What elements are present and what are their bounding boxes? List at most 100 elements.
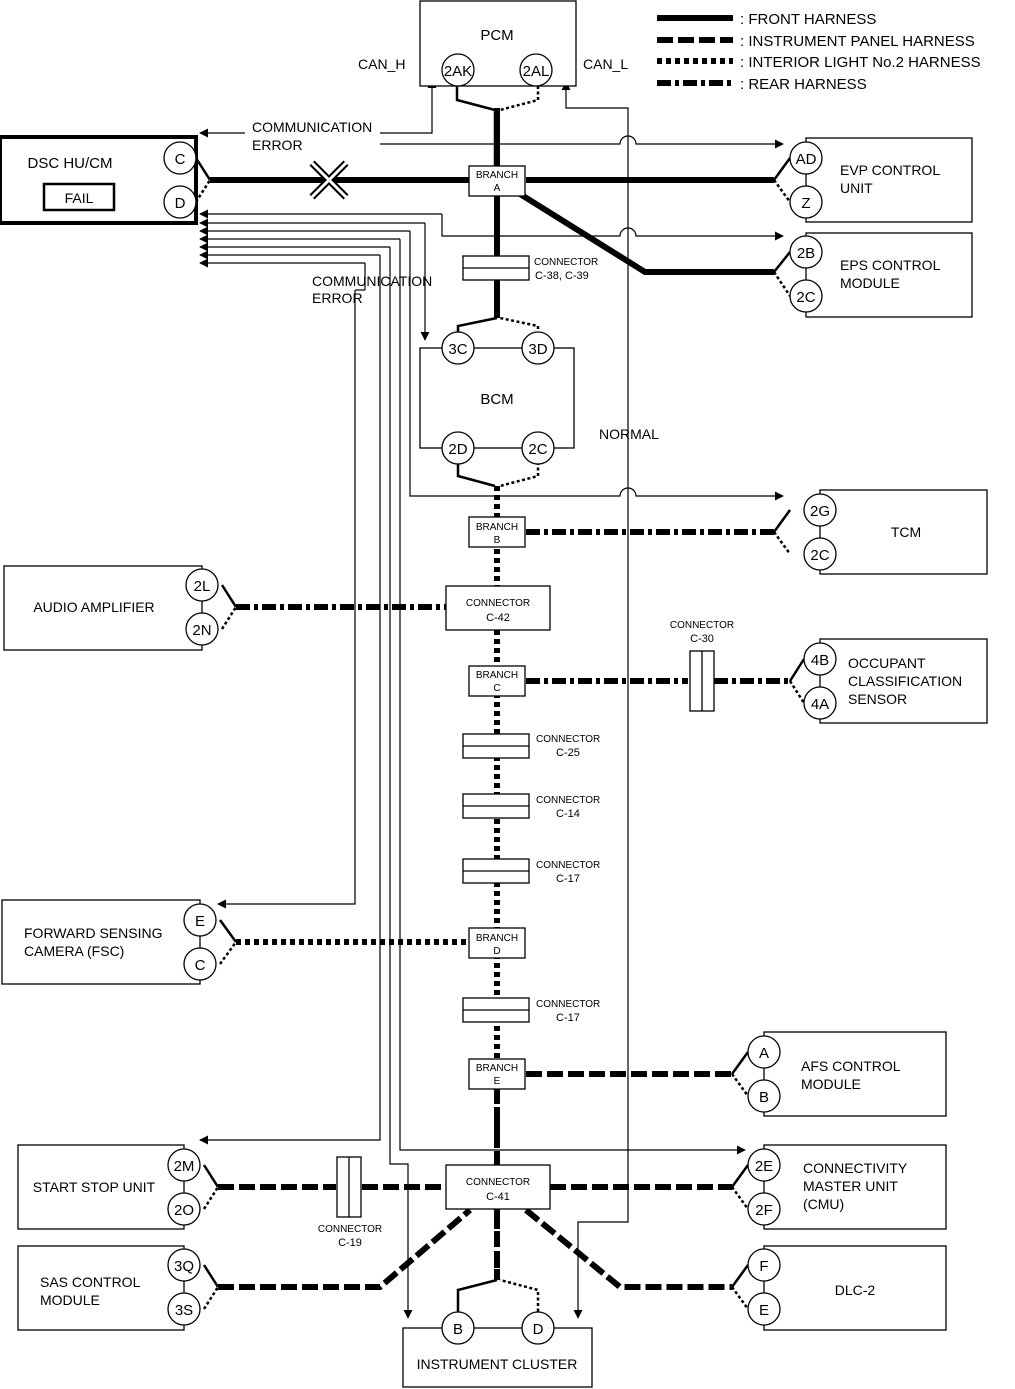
connector-c25-label: CONNECTOR bbox=[536, 734, 600, 745]
connector-c14-label: CONNECTOR bbox=[536, 795, 600, 806]
audio-label: AUDIO AMPLIFIER bbox=[33, 599, 154, 615]
branch-c: BRANCH C bbox=[468, 665, 526, 697]
branch-a-letter: A bbox=[494, 183, 501, 194]
cmu-label-line1: CONNECTIVITY bbox=[803, 1160, 908, 1176]
tcm-module: TCM 2G 2C bbox=[803, 489, 988, 575]
occupant-label-line2: CLASSIFICATION bbox=[848, 673, 962, 689]
connector-c25-id: C-25 bbox=[556, 747, 580, 759]
dlc-label: DLC-2 bbox=[835, 1282, 876, 1298]
eps-pin-2b: 2B bbox=[797, 245, 815, 262]
eps-pin-2c: 2C bbox=[796, 289, 815, 306]
afs-module: AFS CONTROL MODULE A B bbox=[747, 1031, 947, 1117]
sas-label-line1: SAS CONTROL bbox=[40, 1274, 141, 1290]
can-l-label: CAN_L bbox=[583, 56, 628, 72]
connector-c30-id: C-30 bbox=[690, 633, 714, 645]
connector-c38-id: C-38, C-39 bbox=[535, 270, 589, 282]
bcm-pin-2d: 2D bbox=[448, 441, 467, 458]
legend-front: : FRONT HARNESS bbox=[740, 11, 876, 28]
tcm-pin-2g: 2G bbox=[810, 503, 830, 520]
fsc-label-line1: FORWARD SENSING bbox=[24, 925, 162, 941]
branch-e-letter: E bbox=[494, 1076, 501, 1087]
dlc-pin-f: F bbox=[759, 1258, 768, 1275]
connector-c17-upper: CONNECTOR C-17 bbox=[462, 858, 600, 885]
dlc-module: DLC-2 F E bbox=[747, 1245, 947, 1331]
cluster-pin-d: D bbox=[533, 1321, 544, 1338]
audio-pin-2l: 2L bbox=[194, 578, 211, 595]
cluster-module: INSTRUMENT CLUSTER B D bbox=[402, 1311, 593, 1388]
occupant-module: OCCUPANT CLASSIFICATION SENSOR 4B 4A bbox=[803, 638, 988, 724]
afs-label-line2: MODULE bbox=[801, 1076, 861, 1092]
start-stop-pin-2m: 2M bbox=[174, 1158, 195, 1175]
dsc-pin-d: D bbox=[175, 195, 186, 212]
occupant-label-line1: OCCUPANT bbox=[848, 655, 926, 671]
signal-lines bbox=[199, 79, 784, 1319]
branch-d-letter: D bbox=[493, 946, 500, 957]
cmu-module: CONNECTIVITY MASTER UNIT (CMU) 2E 2F bbox=[747, 1144, 947, 1230]
connector-c17b-label: CONNECTOR bbox=[536, 999, 600, 1010]
branch-b: BRANCH B bbox=[468, 516, 526, 548]
cmu-pin-2e: 2E bbox=[755, 1158, 773, 1175]
connector-c25: CONNECTOR C-25 bbox=[462, 733, 600, 759]
sas-label-line2: MODULE bbox=[40, 1292, 100, 1308]
afs-pin-a: A bbox=[759, 1045, 769, 1062]
legend-interior-light: : INTERIOR LIGHT No.2 HARNESS bbox=[740, 54, 981, 71]
connector-c41-id: C-41 bbox=[486, 1191, 510, 1203]
start-stop-pin-2o: 2O bbox=[174, 1202, 194, 1219]
bcm-pin-3c: 3C bbox=[448, 341, 467, 358]
normal-label: NORMAL bbox=[599, 426, 659, 442]
connector-c30: CONNECTOR C-30 bbox=[670, 620, 734, 712]
fsc-pin-c: C bbox=[195, 957, 206, 974]
eps-label-line1: EPS CONTROL bbox=[840, 257, 941, 273]
branch-e-label: BRANCH bbox=[476, 1063, 518, 1074]
connector-c17a-label: CONNECTOR bbox=[536, 860, 600, 871]
legend: : FRONT HARNESS : INSTRUMENT PANEL HARNE… bbox=[657, 11, 981, 93]
can-h-label: CAN_H bbox=[358, 56, 405, 72]
evp-pin-ad: AD bbox=[796, 151, 817, 168]
connector-c14-id: C-14 bbox=[556, 808, 580, 820]
branch-a: BRANCH A bbox=[468, 165, 526, 197]
pcm-module: PCM 2AK 2AL bbox=[419, 0, 577, 87]
dsc-label: DSC HU/CM bbox=[28, 155, 113, 172]
dsc-module: DSC HU/CM FAIL C D bbox=[0, 135, 198, 225]
connector-c41: CONNECTOR C-41 bbox=[445, 1164, 551, 1210]
pcm-pin-2al: 2AL bbox=[523, 63, 550, 80]
occupant-pin-4a: 4A bbox=[811, 696, 829, 713]
legend-rear: : REAR HARNESS bbox=[740, 76, 867, 93]
pcm-label: PCM bbox=[480, 27, 513, 44]
connector-c30-label: CONNECTOR bbox=[670, 620, 734, 631]
cmu-pin-2f: 2F bbox=[755, 1202, 773, 1219]
fsc-label-line2: CAMERA (FSC) bbox=[24, 943, 124, 959]
audio-pin-2n: 2N bbox=[192, 622, 211, 639]
fsc-module: FORWARD SENSING CAMERA (FSC) E C bbox=[1, 899, 217, 985]
comm-error-1-line1: COMMUNICATION bbox=[252, 119, 372, 135]
bcm-pin-3d: 3D bbox=[528, 341, 547, 358]
afs-pin-b: B bbox=[759, 1089, 769, 1106]
connector-c17a-id: C-17 bbox=[556, 873, 580, 885]
branch-b-label: BRANCH bbox=[476, 522, 518, 533]
tcm-pin-2c: 2C bbox=[810, 547, 829, 564]
start-stop-label: START STOP UNIT bbox=[33, 1179, 156, 1195]
bcm-module: BCM 3C 3D 2D 2C bbox=[419, 331, 575, 465]
dlc-pin-e: E bbox=[759, 1302, 769, 1319]
evp-module: EVP CONTROL UNIT AD Z bbox=[789, 137, 973, 223]
comm-error-2-line1: COMMUNICATION bbox=[312, 273, 432, 289]
fsc-pin-e: E bbox=[195, 913, 205, 930]
branch-c-label: BRANCH bbox=[476, 670, 518, 681]
eps-module: EPS CONTROL MODULE 2B 2C bbox=[789, 232, 973, 318]
branch-c-letter: C bbox=[493, 683, 500, 694]
connector-c38-c39: CONNECTOR C-38, C-39 bbox=[462, 255, 598, 282]
start-stop-module: START STOP UNIT 2M 2O bbox=[17, 1144, 201, 1230]
occupant-pin-4b: 4B bbox=[811, 652, 829, 669]
sas-pin-3q: 3Q bbox=[174, 1258, 194, 1275]
branch-e: BRANCH E bbox=[468, 1058, 526, 1090]
audio-module: AUDIO AMPLIFIER 2L 2N bbox=[3, 565, 219, 651]
cluster-label: INSTRUMENT CLUSTER bbox=[417, 1356, 578, 1372]
dsc-pin-c: C bbox=[175, 151, 186, 168]
connector-c19: CONNECTOR C-19 bbox=[318, 1156, 382, 1249]
bcm-label: BCM bbox=[480, 391, 513, 408]
evp-label-line2: UNIT bbox=[840, 180, 873, 196]
connector-c41-label: CONNECTOR bbox=[466, 1177, 530, 1188]
evp-label-line1: EVP CONTROL bbox=[840, 162, 940, 178]
cluster-pin-b: B bbox=[453, 1321, 463, 1338]
pcm-pin-2ak: 2AK bbox=[444, 63, 472, 80]
